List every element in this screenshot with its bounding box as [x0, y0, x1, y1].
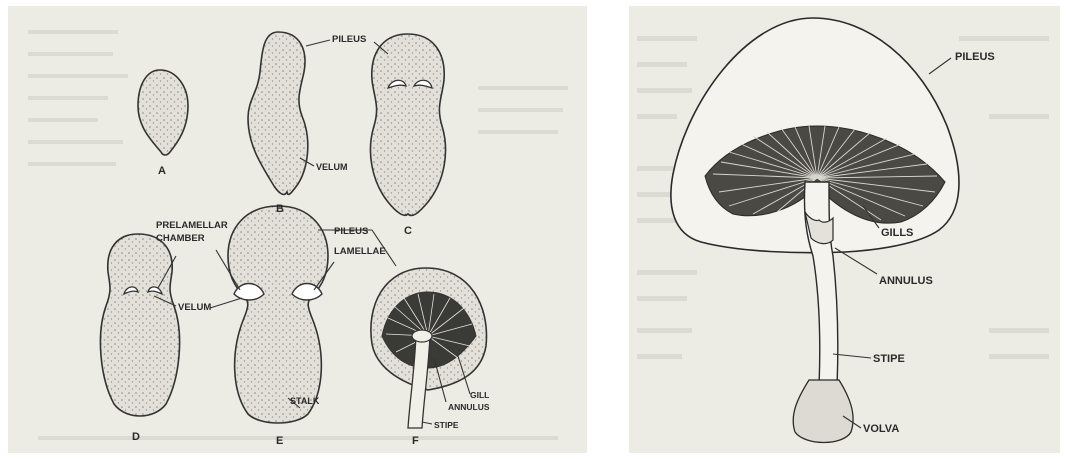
- label-gills: GILLS: [881, 227, 913, 239]
- label-prelamellar: PRELAMELLAR: [156, 220, 228, 231]
- label-stipe-left: STIPE: [434, 420, 459, 430]
- label-annulus: ANNULUS: [879, 275, 933, 287]
- stage-a-primordium: [138, 70, 188, 155]
- stage-d-button: [100, 234, 179, 416]
- label-chamber: CHAMBER: [156, 233, 205, 244]
- label-stalk: STALK: [290, 396, 320, 406]
- developmental-stages-diagram: A B C D E F PILEUS VELUM PRELAMELLAR CHA…: [8, 6, 587, 453]
- label-pileus: PILEUS: [955, 51, 995, 63]
- stage-e-button: [228, 206, 328, 423]
- stage-label-a: A: [158, 165, 166, 177]
- label-stipe: STIPE: [873, 353, 905, 365]
- stage-label-e: E: [276, 435, 283, 447]
- volva: [793, 380, 853, 443]
- stage-c-button: [370, 34, 445, 216]
- label-lamellae: LAMELLAE: [334, 246, 386, 257]
- label-pileus-mid: PILEUS: [334, 226, 368, 237]
- developmental-stages-panel: A B C D E F PILEUS VELUM PRELAMELLAR CHA…: [8, 6, 587, 453]
- stage-label-b: B: [276, 203, 284, 215]
- stage-b-button: [248, 32, 308, 194]
- mature-mushroom-diagram: PILEUS GILLS ANNULUS STIPE VOLVA: [629, 6, 1060, 453]
- stage-label-d: D: [132, 431, 140, 443]
- label-volva: VOLVA: [863, 423, 899, 435]
- mature-mushroom-panel: PILEUS GILLS ANNULUS STIPE VOLVA: [629, 6, 1060, 453]
- stage-label-c: C: [404, 225, 412, 237]
- stage-label-f: F: [412, 435, 419, 447]
- label-velum-d: VELUM: [178, 302, 211, 313]
- label-annulus-left: ANNULUS: [448, 402, 490, 412]
- label-gill: GILL: [470, 390, 489, 400]
- label-velum-b: VELUM: [316, 162, 348, 172]
- label-pileus-top: PILEUS: [332, 34, 366, 45]
